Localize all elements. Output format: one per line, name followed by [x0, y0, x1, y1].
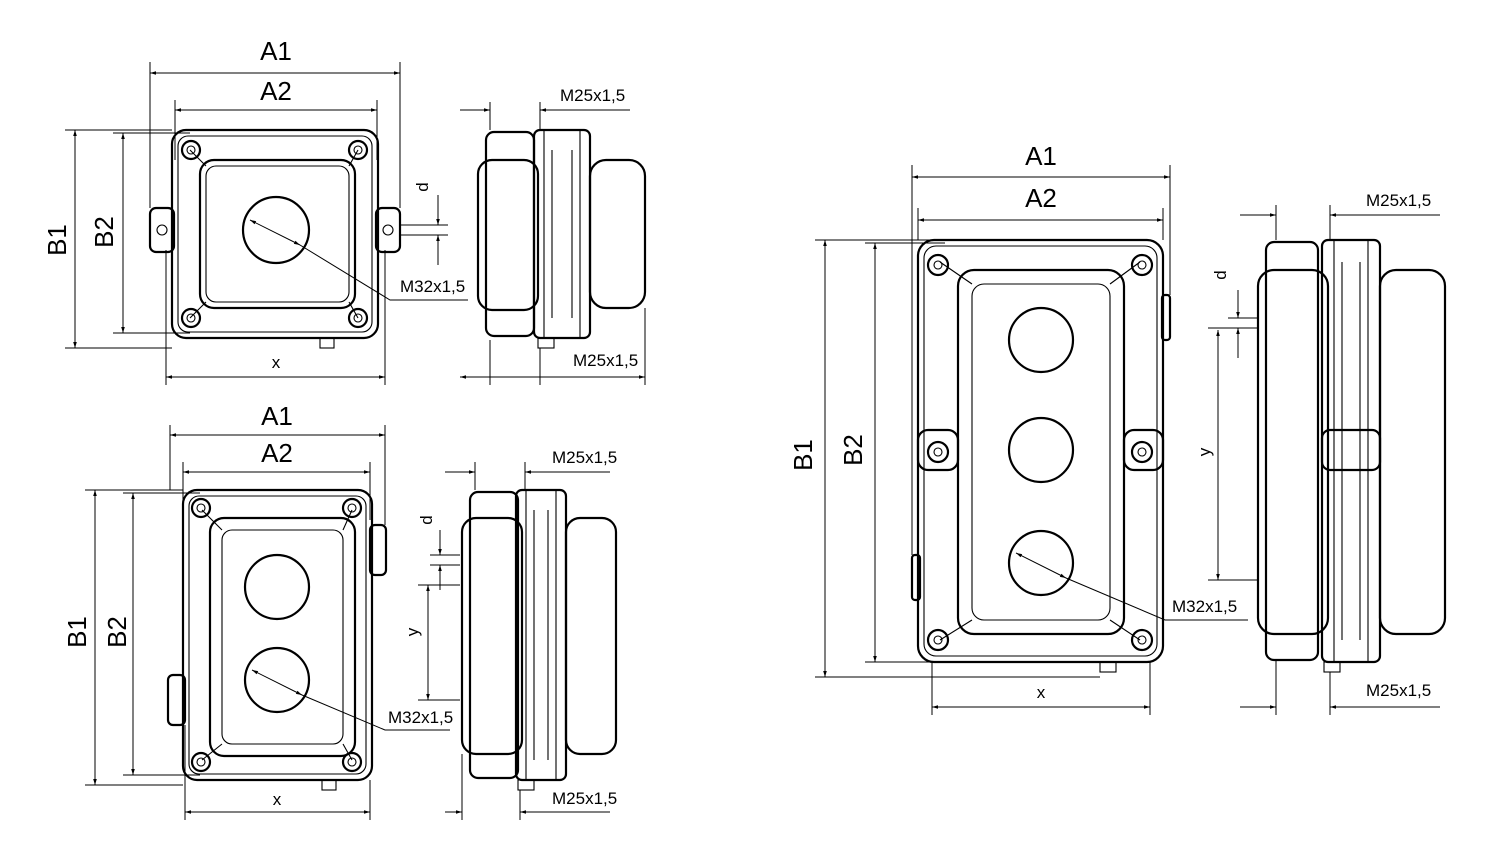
- dim-b1: B1: [42, 224, 72, 256]
- dim-b2: B2: [838, 434, 868, 466]
- corner-screws: [180, 139, 369, 329]
- gland-top-label: M25x1,5: [552, 448, 617, 467]
- button-hole: [243, 553, 311, 621]
- gland-bottom-label: M25x1,5: [573, 351, 638, 370]
- view-single-button-side: M25x1,5 M25x1,5: [460, 86, 647, 385]
- gland-top-label: M25x1,5: [1366, 191, 1431, 210]
- button-thread-label: M32x1,5: [400, 277, 465, 296]
- dim-a2: A2: [1025, 183, 1057, 213]
- button-hole: [1007, 529, 1075, 597]
- view-triple-button-side: M25x1,5 M25x1,5: [1240, 191, 1447, 715]
- dim-x: x: [1037, 683, 1046, 702]
- dim-a1: A1: [260, 36, 292, 66]
- button-hole: [243, 646, 311, 714]
- corner-screws: [190, 497, 363, 773]
- dim-b2: B2: [102, 616, 132, 648]
- dim-a1: A1: [261, 401, 293, 431]
- button-hole: [1007, 416, 1075, 484]
- view-double-button-side: M25x1,5 M25x1,5: [445, 448, 617, 820]
- dim-b1: B1: [62, 616, 92, 648]
- dim-b2: B2: [89, 216, 119, 248]
- dim-d: d: [413, 182, 432, 191]
- dim-x: x: [273, 790, 282, 809]
- dim-x: x: [272, 353, 281, 372]
- button-hole: [1007, 306, 1075, 374]
- button-thread-label: M32x1,5: [388, 708, 453, 727]
- dim-a1: A1: [1025, 141, 1057, 171]
- button-thread-label: M32x1,5: [1172, 597, 1237, 616]
- gland-bottom-label: M25x1,5: [1366, 681, 1431, 700]
- gland-top-label: M25x1,5: [560, 86, 625, 105]
- dim-y: y: [1195, 447, 1214, 456]
- view-triple-button-front: A1 A2 B1 B2 x M32x1,5 y d: [788, 141, 1258, 715]
- button-hole: [241, 195, 311, 265]
- view-double-button-front: A1 A2 B1 B2 x M32x1,5 y d: [62, 401, 460, 820]
- dim-d: d: [417, 515, 436, 524]
- dim-d: d: [1211, 270, 1230, 279]
- dim-a2: A2: [260, 76, 292, 106]
- dim-b1: B1: [788, 439, 818, 471]
- dim-a2: A2: [261, 438, 293, 468]
- gland-bottom-label: M25x1,5: [552, 789, 617, 808]
- corner-screws: [926, 253, 1154, 652]
- view-single-button-front: A1 A2 B1 B2 x M32x1,5 d: [42, 36, 468, 385]
- dim-y: y: [403, 627, 422, 636]
